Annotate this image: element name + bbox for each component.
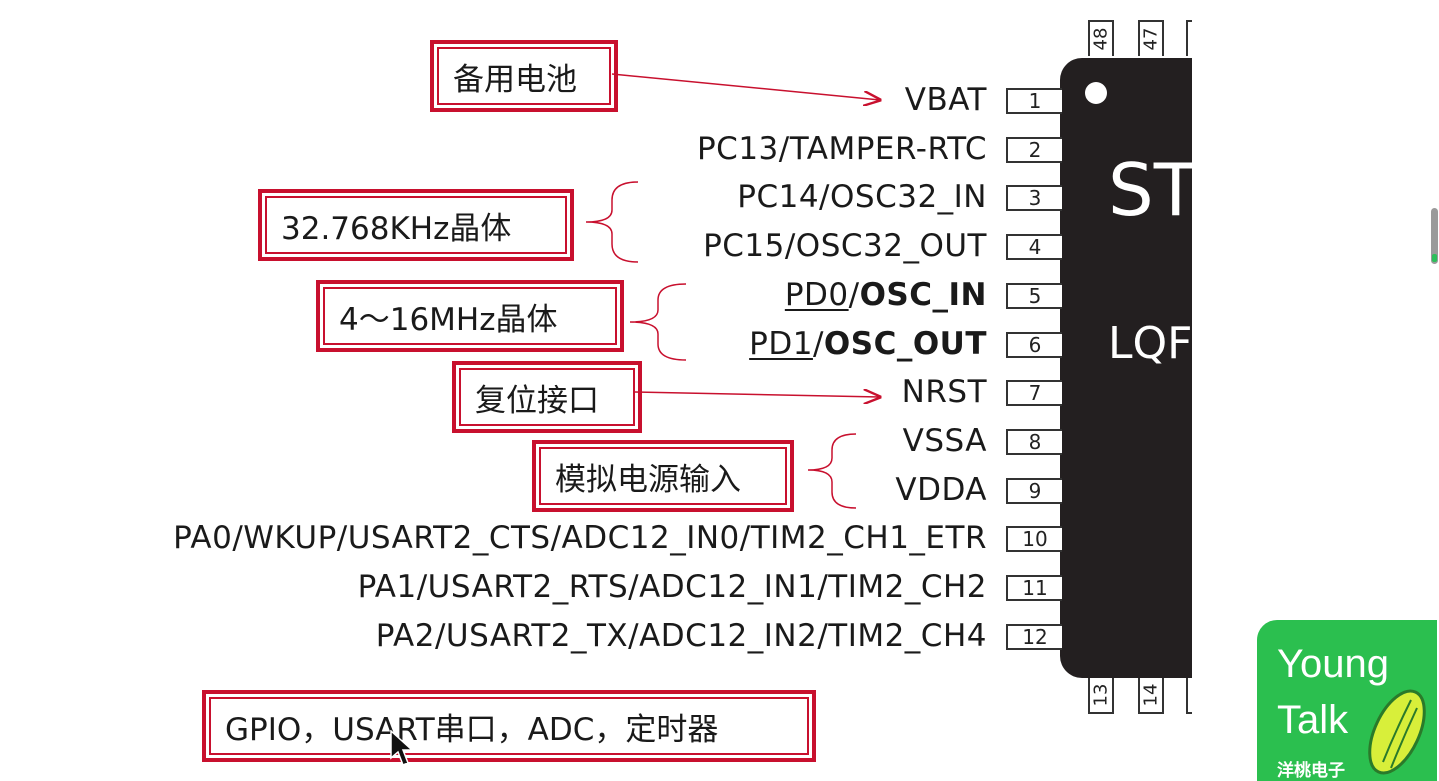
pin-number-9: 9 — [1006, 478, 1062, 504]
pin-label-4: PC15/OSC32_OUT — [703, 228, 987, 264]
callout-crystal-32k: 32.768KHz晶体 — [258, 189, 574, 261]
chip-name: ST — [1108, 148, 1198, 232]
callout-peripherals: GPIO，USART串口，ADC，定时器 — [202, 690, 816, 762]
pin-label-7: NRST — [901, 374, 987, 410]
pin-label-11: PA1/USART2_RTS/ADC12_IN1/TIM2_CH2 — [357, 569, 987, 605]
pin-number-11: 11 — [1006, 575, 1062, 601]
scrollbar-thumb[interactable] — [1431, 208, 1438, 264]
brace-crystal-32k — [585, 181, 639, 263]
pin-number-12: 12 — [1006, 624, 1062, 650]
arrow-nrst — [633, 392, 880, 397]
pin-number-10: 10 — [1006, 526, 1062, 552]
bottom-pin: 14 — [1138, 678, 1164, 714]
pin-number-4: 4 — [1006, 234, 1062, 260]
pin-number-1: 1 — [1006, 88, 1062, 114]
top-pin: 47 — [1138, 20, 1164, 56]
pin-number-2: 2 — [1006, 137, 1062, 163]
pin-label-10: PA0/WKUP/USART2_CTS/ADC12_IN0/TIM2_CH1_E… — [173, 520, 987, 556]
pin-label-6: PD1/OSC_OUT — [749, 326, 987, 362]
brace-crystal-main — [629, 283, 687, 361]
pin-label-8: VSSA — [902, 423, 987, 459]
pin-label-2: PC13/TAMPER-RTC — [696, 131, 987, 167]
pin-label-5: PD0/OSC_IN — [784, 277, 987, 313]
peach-fruit-icon — [1368, 689, 1426, 775]
pin1-marker — [1085, 82, 1107, 104]
pin-number-7: 7 — [1006, 380, 1062, 406]
bottom-pin: 13 — [1088, 678, 1114, 714]
callout-backup-battery: 备用电池 — [430, 40, 618, 112]
callout-analog-power: 模拟电源输入 — [532, 440, 794, 512]
brace-analog-power — [807, 433, 857, 509]
youngtalk-logo: Young Talk 洋桃电子 — [1257, 620, 1437, 781]
pin-label-3: PC14/OSC32_IN — [737, 179, 987, 215]
callout-reset: 复位接口 — [452, 361, 642, 433]
pin-number-6: 6 — [1006, 332, 1062, 358]
arrow-vbat — [611, 73, 880, 100]
pin-label-12: PA2/USART2_TX/ADC12_IN2/TIM2_CH4 — [375, 618, 987, 654]
pin-label-9: VDDA — [895, 472, 987, 508]
callout-crystal-main: 4～16MHz晶体 — [316, 280, 624, 352]
pin-label-1: VBAT — [904, 82, 987, 118]
pin-number-5: 5 — [1006, 283, 1062, 309]
pin-number-3: 3 — [1006, 185, 1062, 211]
mouse-cursor-icon — [390, 730, 414, 766]
top-pin: 48 — [1088, 20, 1114, 56]
chip-package: LQF — [1108, 318, 1193, 369]
pin-number-8: 8 — [1006, 429, 1062, 455]
